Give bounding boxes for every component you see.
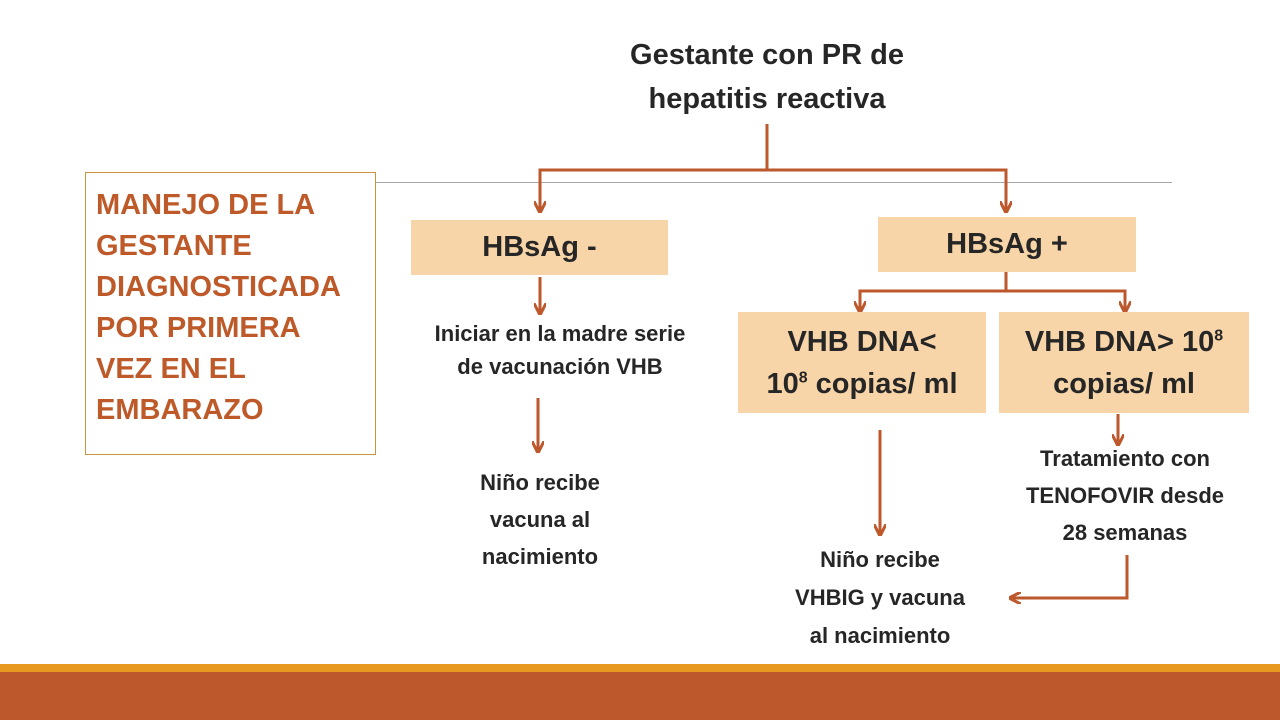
maternal-vaccination-line-1: Iniciar en la madre serie bbox=[434, 321, 686, 346]
root-line-2: hepatitis reactiva bbox=[648, 83, 886, 115]
header-rule bbox=[375, 182, 1172, 183]
side-title-line-4: POR PRIMERA bbox=[96, 312, 301, 344]
tenofovir-line-1: Tratamiento con bbox=[1040, 446, 1210, 471]
side-title-box: MANEJO DE LA GESTANTE DIAGNOSTICADA POR … bbox=[85, 172, 376, 455]
hbsag-negative-box: HBsAg - bbox=[411, 220, 668, 275]
hbsag-negative-label: HBsAg - bbox=[482, 231, 597, 263]
child-vhbig-line-2: VHBIG y vacuna bbox=[795, 585, 965, 610]
root-line-1: Gestante con PR de bbox=[630, 39, 904, 71]
tenofovir-line-3: 28 semanas bbox=[1062, 520, 1188, 545]
maternal-vaccination-line-2: de vacunación VHB bbox=[457, 354, 663, 379]
hbsag-positive-label: HBsAg + bbox=[946, 228, 1068, 260]
side-title-line-5: VEZ EN EL bbox=[96, 353, 246, 385]
vhb-dna-low-box: VHB DNA< 108 copias/ ml bbox=[738, 312, 986, 413]
child-vaccine-line-2: vacuna al bbox=[489, 507, 591, 532]
arrow-treatment-to-outcome bbox=[1010, 555, 1129, 598]
vhb-dna-low-line-1: VHB DNA< bbox=[787, 325, 937, 358]
side-title-line-3: DIAGNOSTICADA bbox=[96, 271, 341, 303]
arrow-pos-to-low bbox=[860, 289, 1006, 312]
arrow-root-to-hbsag-neg bbox=[540, 168, 767, 212]
child-vhbig-text: Niño recibe VHBIG y vacuna al nacimiento bbox=[765, 541, 995, 655]
side-title-line-2: GESTANTE bbox=[96, 230, 252, 262]
root-node: Gestante con PR de hepatitis reactiva bbox=[560, 33, 974, 121]
footer-accent-bar bbox=[0, 664, 1280, 672]
footer-bar bbox=[0, 672, 1280, 720]
tenofovir-line-2: TENOFOVIR desde bbox=[1025, 483, 1225, 508]
maternal-vaccination-text: Iniciar en la madre serie de vacunación … bbox=[395, 317, 725, 383]
child-vhbig-line-3: al nacimiento bbox=[809, 623, 951, 648]
side-title-line-1: MANEJO DE LA bbox=[96, 189, 316, 221]
vhb-dna-low-line-2: 108 copias/ ml bbox=[766, 367, 958, 400]
child-vaccine-line-1: Niño recibe bbox=[480, 470, 600, 495]
child-vhbig-line-1: Niño recibe bbox=[820, 547, 940, 572]
child-vaccine-line-3: nacimiento bbox=[481, 544, 599, 569]
vhb-dna-high-box: VHB DNA> 108 copias/ ml bbox=[999, 312, 1249, 413]
vhb-dna-high-line-2: copias/ ml bbox=[1053, 367, 1195, 400]
arrow-pos-to-high bbox=[1006, 289, 1125, 312]
side-title-line-6: EMBARAZO bbox=[96, 394, 264, 426]
tenofovir-treatment-text: Tratamiento con TENOFOVIR desde 28 seman… bbox=[1000, 440, 1250, 551]
child-vaccine-text: Niño recibe vacuna al nacimiento bbox=[430, 464, 650, 575]
arrow-root-to-hbsag-pos bbox=[767, 168, 1006, 212]
vhb-dna-high-line-1: VHB DNA> 108 bbox=[1024, 325, 1224, 358]
hbsag-positive-box: HBsAg + bbox=[878, 217, 1136, 272]
